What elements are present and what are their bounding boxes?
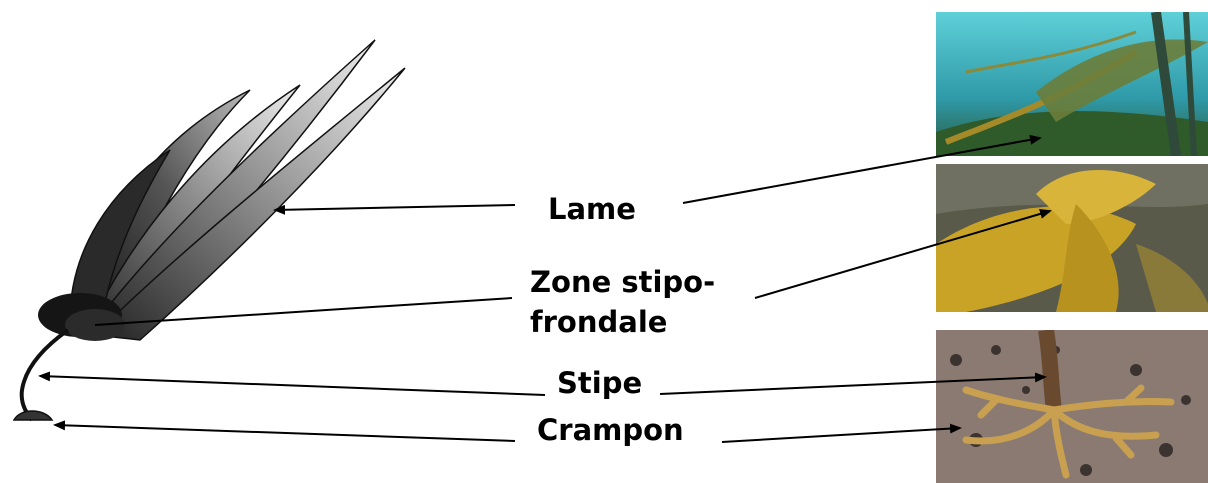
label-zone-stipo-frondale-line1: Zone stipo- (530, 265, 716, 299)
kelp-holdfast-photo (936, 330, 1208, 483)
underwater-kelp-photo (936, 12, 1208, 156)
kelp-sketch-illustration (12, 39, 406, 422)
label-stipe: Stipe (557, 366, 643, 400)
label-zone-stipo-frondale-line2: frondale (530, 305, 668, 339)
arrow-crampon-right (721, 423, 962, 443)
label-crampon: Crampon (537, 413, 684, 447)
label-lame: Lame (548, 192, 636, 226)
kelp-frond-base-photo (936, 164, 1208, 312)
